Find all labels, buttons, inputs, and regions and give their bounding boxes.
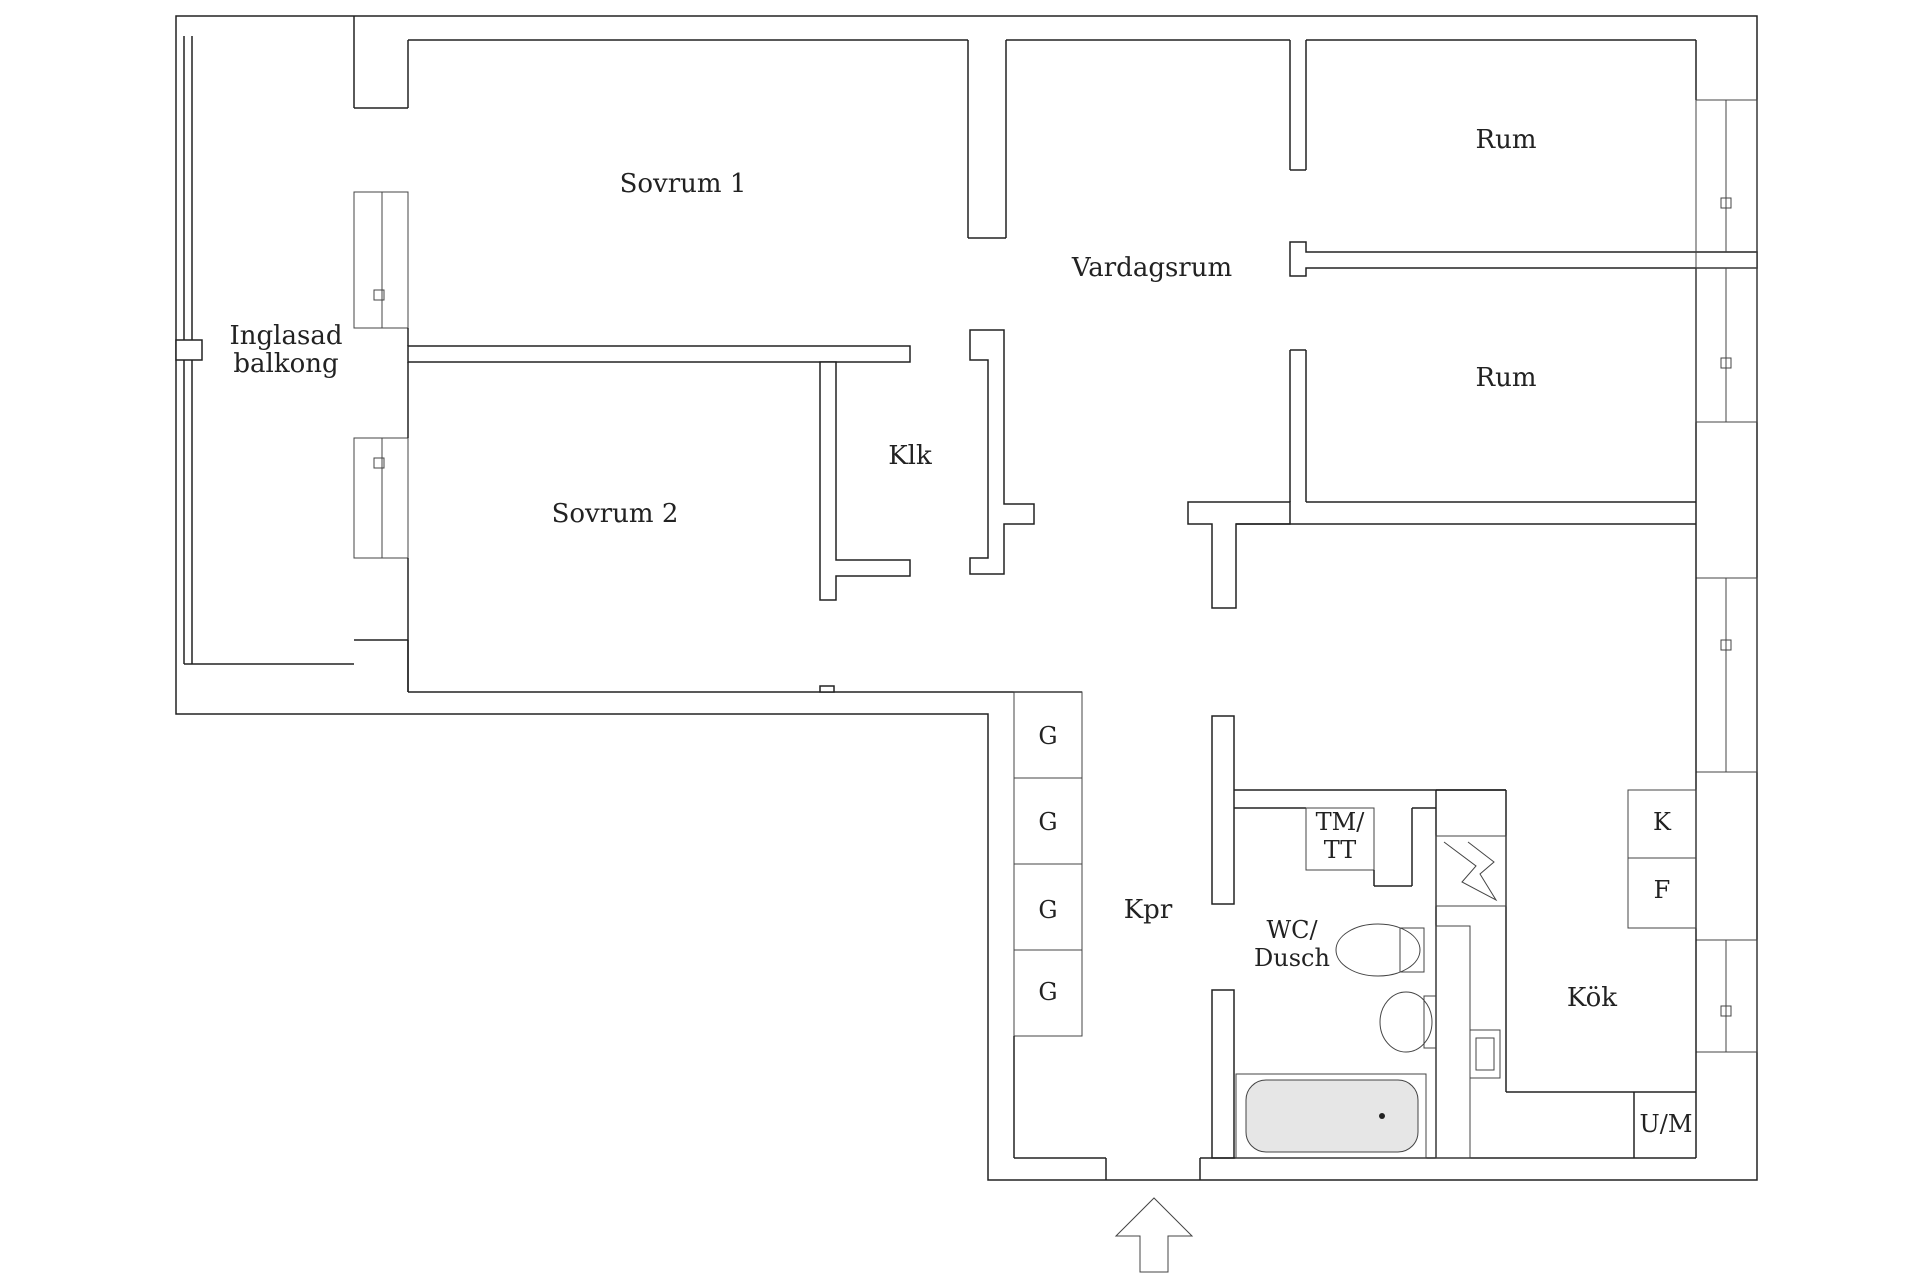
outer-walls [175,15,1758,1181]
right-rooms-walls [1187,99,1758,1158]
label-wardrobe-1: G [1038,722,1057,750]
label-oven: U/M [1640,1110,1693,1138]
kitchen-walls [1435,789,1697,1159]
label-freezer: F [1654,876,1671,904]
label-room-top: Rum [1476,125,1537,155]
label-washer-line1: TM/ [1316,808,1366,836]
room-labels: Inglasad balkong Sovrum 1 Sovrum 2 Klk V… [230,125,1618,1013]
label-wc-line1: WC/ [1266,916,1318,944]
label-wardrobe-4: G [1038,978,1057,1006]
bedroom-divider [407,328,1082,693]
label-closet: Klk [888,441,932,471]
label-wc-line2: Dusch [1254,944,1330,972]
label-fridge: K [1653,808,1672,836]
label-kitchen: Kök [1567,983,1617,1013]
entrance-arrow-icon [1114,1197,1194,1273]
closet-walls [819,329,1035,601]
wardrobes [1013,691,1212,1180]
label-balcony-line2: balkong [233,349,338,379]
label-living-room: Vardagsrum [1071,253,1232,283]
label-wardrobe-2: G [1038,808,1057,836]
label-wardrobe-3: G [1038,896,1057,924]
label-bedroom1: Sovrum 1 [620,169,747,199]
label-bedroom2: Sovrum 2 [552,499,679,529]
label-washer-line2: TT [1324,836,1356,864]
label-balcony-line1: Inglasad [230,321,343,351]
bathroom-fixtures [1235,923,1437,1159]
label-hall: Kpr [1124,895,1173,925]
bedroom1-walls [408,39,1697,239]
fixture-labels: G G G G TM/ TT K F U/M [1038,722,1692,1138]
label-room-mid: Rum [1476,363,1537,393]
